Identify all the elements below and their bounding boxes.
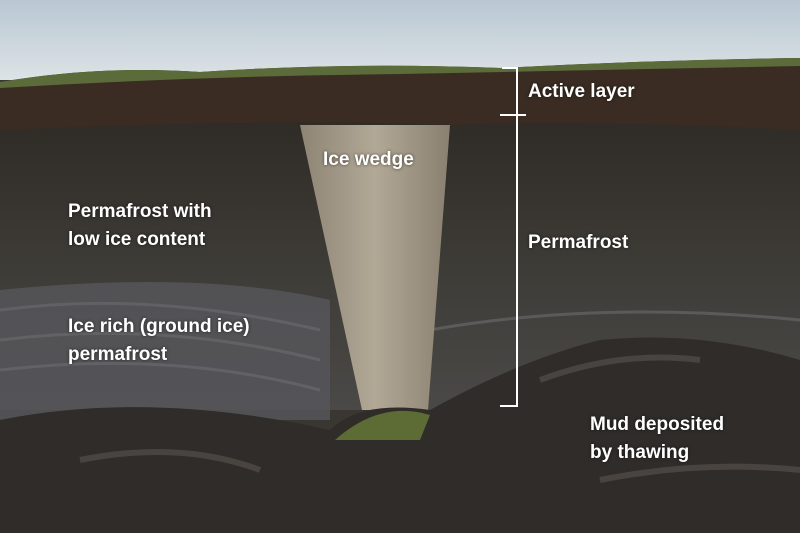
label-line: Mud deposited <box>590 414 725 435</box>
label-permafrost-low-ice: Permafrost with low ice content <box>68 198 212 254</box>
ice-wedge <box>300 125 450 410</box>
bracket-tick-top <box>502 67 518 69</box>
grass-tuft <box>335 410 430 440</box>
bracket-tick-bottom <box>500 405 518 407</box>
label-line: low ice content <box>68 229 206 250</box>
label-ice-rich: Ice rich (ground ice) permafrost <box>68 313 250 369</box>
label-ice-wedge: Ice wedge <box>323 149 414 170</box>
label-line: by thawing <box>590 442 690 463</box>
bracket-tick-middle <box>500 114 526 116</box>
grass <box>0 58 800 88</box>
label-line: Permafrost with <box>68 201 212 222</box>
label-active-layer: Active layer <box>528 81 635 102</box>
mud-highlights <box>79 354 800 483</box>
ice-rich-streaks <box>0 301 800 392</box>
label-line: permafrost <box>68 344 168 365</box>
label-line: Ice rich (ground ice) <box>68 316 250 337</box>
label-permafrost: Permafrost <box>528 232 629 253</box>
label-mud: Mud deposited by thawing <box>590 411 724 467</box>
bracket-line <box>516 67 518 407</box>
